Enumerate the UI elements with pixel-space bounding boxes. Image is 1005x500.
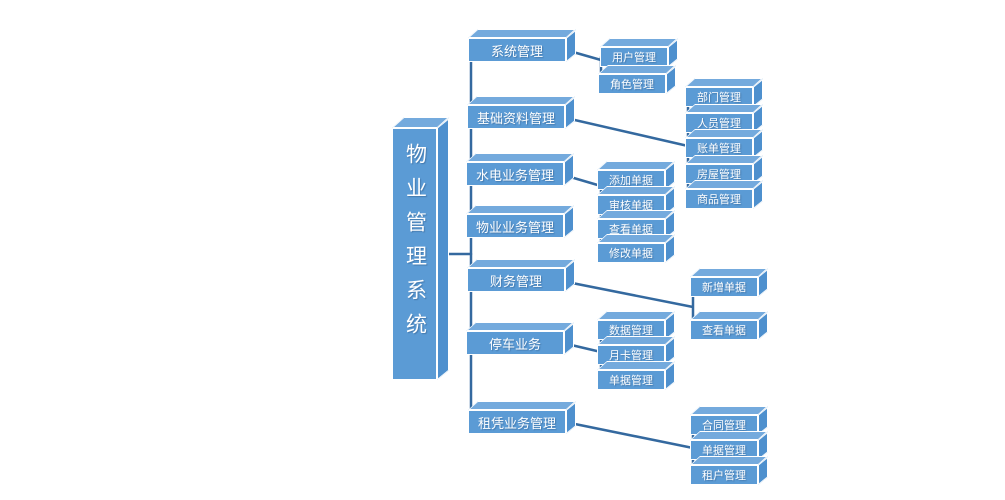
node-label: 租户管理 — [690, 465, 758, 485]
node-system-management: 系统管理 — [468, 29, 576, 62]
node-label: 物业管理系统 — [392, 128, 437, 380]
node-label: 水电业务管理 — [466, 162, 564, 186]
node-label: 用户管理 — [600, 47, 668, 67]
node-label: 商品管理 — [685, 189, 753, 209]
box-top-face — [598, 65, 676, 74]
box-top-face — [600, 38, 678, 47]
node-label: 添加单据 — [597, 170, 665, 190]
box-top-face — [690, 311, 768, 320]
node-label: 单据管理 — [597, 370, 665, 390]
box-top-face — [468, 29, 576, 38]
node-label: 角色管理 — [598, 74, 666, 94]
box-top-face — [690, 406, 768, 415]
node-user-management: 用户管理 — [600, 38, 678, 67]
node-label: 账单管理 — [685, 138, 753, 158]
node-property-business-management: 物业业务管理 — [466, 205, 574, 238]
node-add-receipt: 添加单据 — [597, 161, 675, 190]
box-top-face — [597, 361, 675, 370]
node-role-management: 角色管理 — [598, 65, 676, 94]
node-parking-business: 停车业务 — [466, 322, 574, 355]
box-top-face — [467, 259, 575, 268]
box-top-face — [468, 401, 576, 410]
box-side-face — [437, 118, 449, 380]
box-top-face — [597, 161, 675, 170]
box-top-face — [597, 234, 675, 243]
box-top-face — [597, 336, 675, 345]
node-label: 修改单据 — [597, 243, 665, 263]
node-modify-receipt: 修改单据 — [597, 234, 675, 263]
box-top-face — [466, 153, 574, 162]
node-finance-management: 财务管理 — [467, 259, 575, 292]
box-top-face — [466, 205, 574, 214]
node-label: 租凭业务管理 — [468, 410, 566, 434]
node-bill-management: 账单管理 — [685, 129, 763, 158]
box-top-face — [597, 186, 675, 195]
node-label: 基础资料管理 — [467, 105, 565, 129]
node-property-management-system: 物业管理系统 — [392, 117, 450, 380]
node-label: 停车业务 — [466, 331, 564, 355]
node-new-receipt: 新增单据 — [690, 268, 768, 297]
box-top-face — [685, 104, 763, 113]
node-label: 财务管理 — [467, 268, 565, 292]
node-utility-business-management: 水电业务管理 — [466, 153, 574, 186]
branch-rental-lines — [568, 421, 695, 477]
box-top-face — [597, 311, 675, 320]
box-top-face — [690, 456, 768, 465]
node-contract-management: 合同管理 — [690, 406, 768, 435]
node-goods-management: 商品管理 — [685, 180, 763, 209]
box-top-face — [466, 322, 574, 331]
box-top-face — [685, 180, 763, 189]
node-label: 物业业务管理 — [466, 214, 564, 238]
box-top-face — [467, 96, 575, 105]
node-basic-data-management: 基础资料管理 — [467, 96, 575, 129]
box-top-face — [685, 155, 763, 164]
node-label: 合同管理 — [690, 415, 758, 435]
box-top-face — [690, 268, 768, 277]
node-view-receipt-finance: 查看单据 — [690, 311, 768, 340]
node-label: 新增单据 — [690, 277, 758, 297]
box-top-face — [685, 78, 763, 87]
box-top-face — [685, 129, 763, 138]
box-top-face — [597, 210, 675, 219]
node-label: 查看单据 — [690, 320, 758, 340]
node-label: 系统管理 — [468, 38, 566, 62]
node-receipt-management-parking: 单据管理 — [597, 361, 675, 390]
node-tenant-management: 租户管理 — [690, 456, 768, 485]
node-rental-business-management: 租凭业务管理 — [468, 401, 576, 434]
box-top-face — [690, 431, 768, 440]
